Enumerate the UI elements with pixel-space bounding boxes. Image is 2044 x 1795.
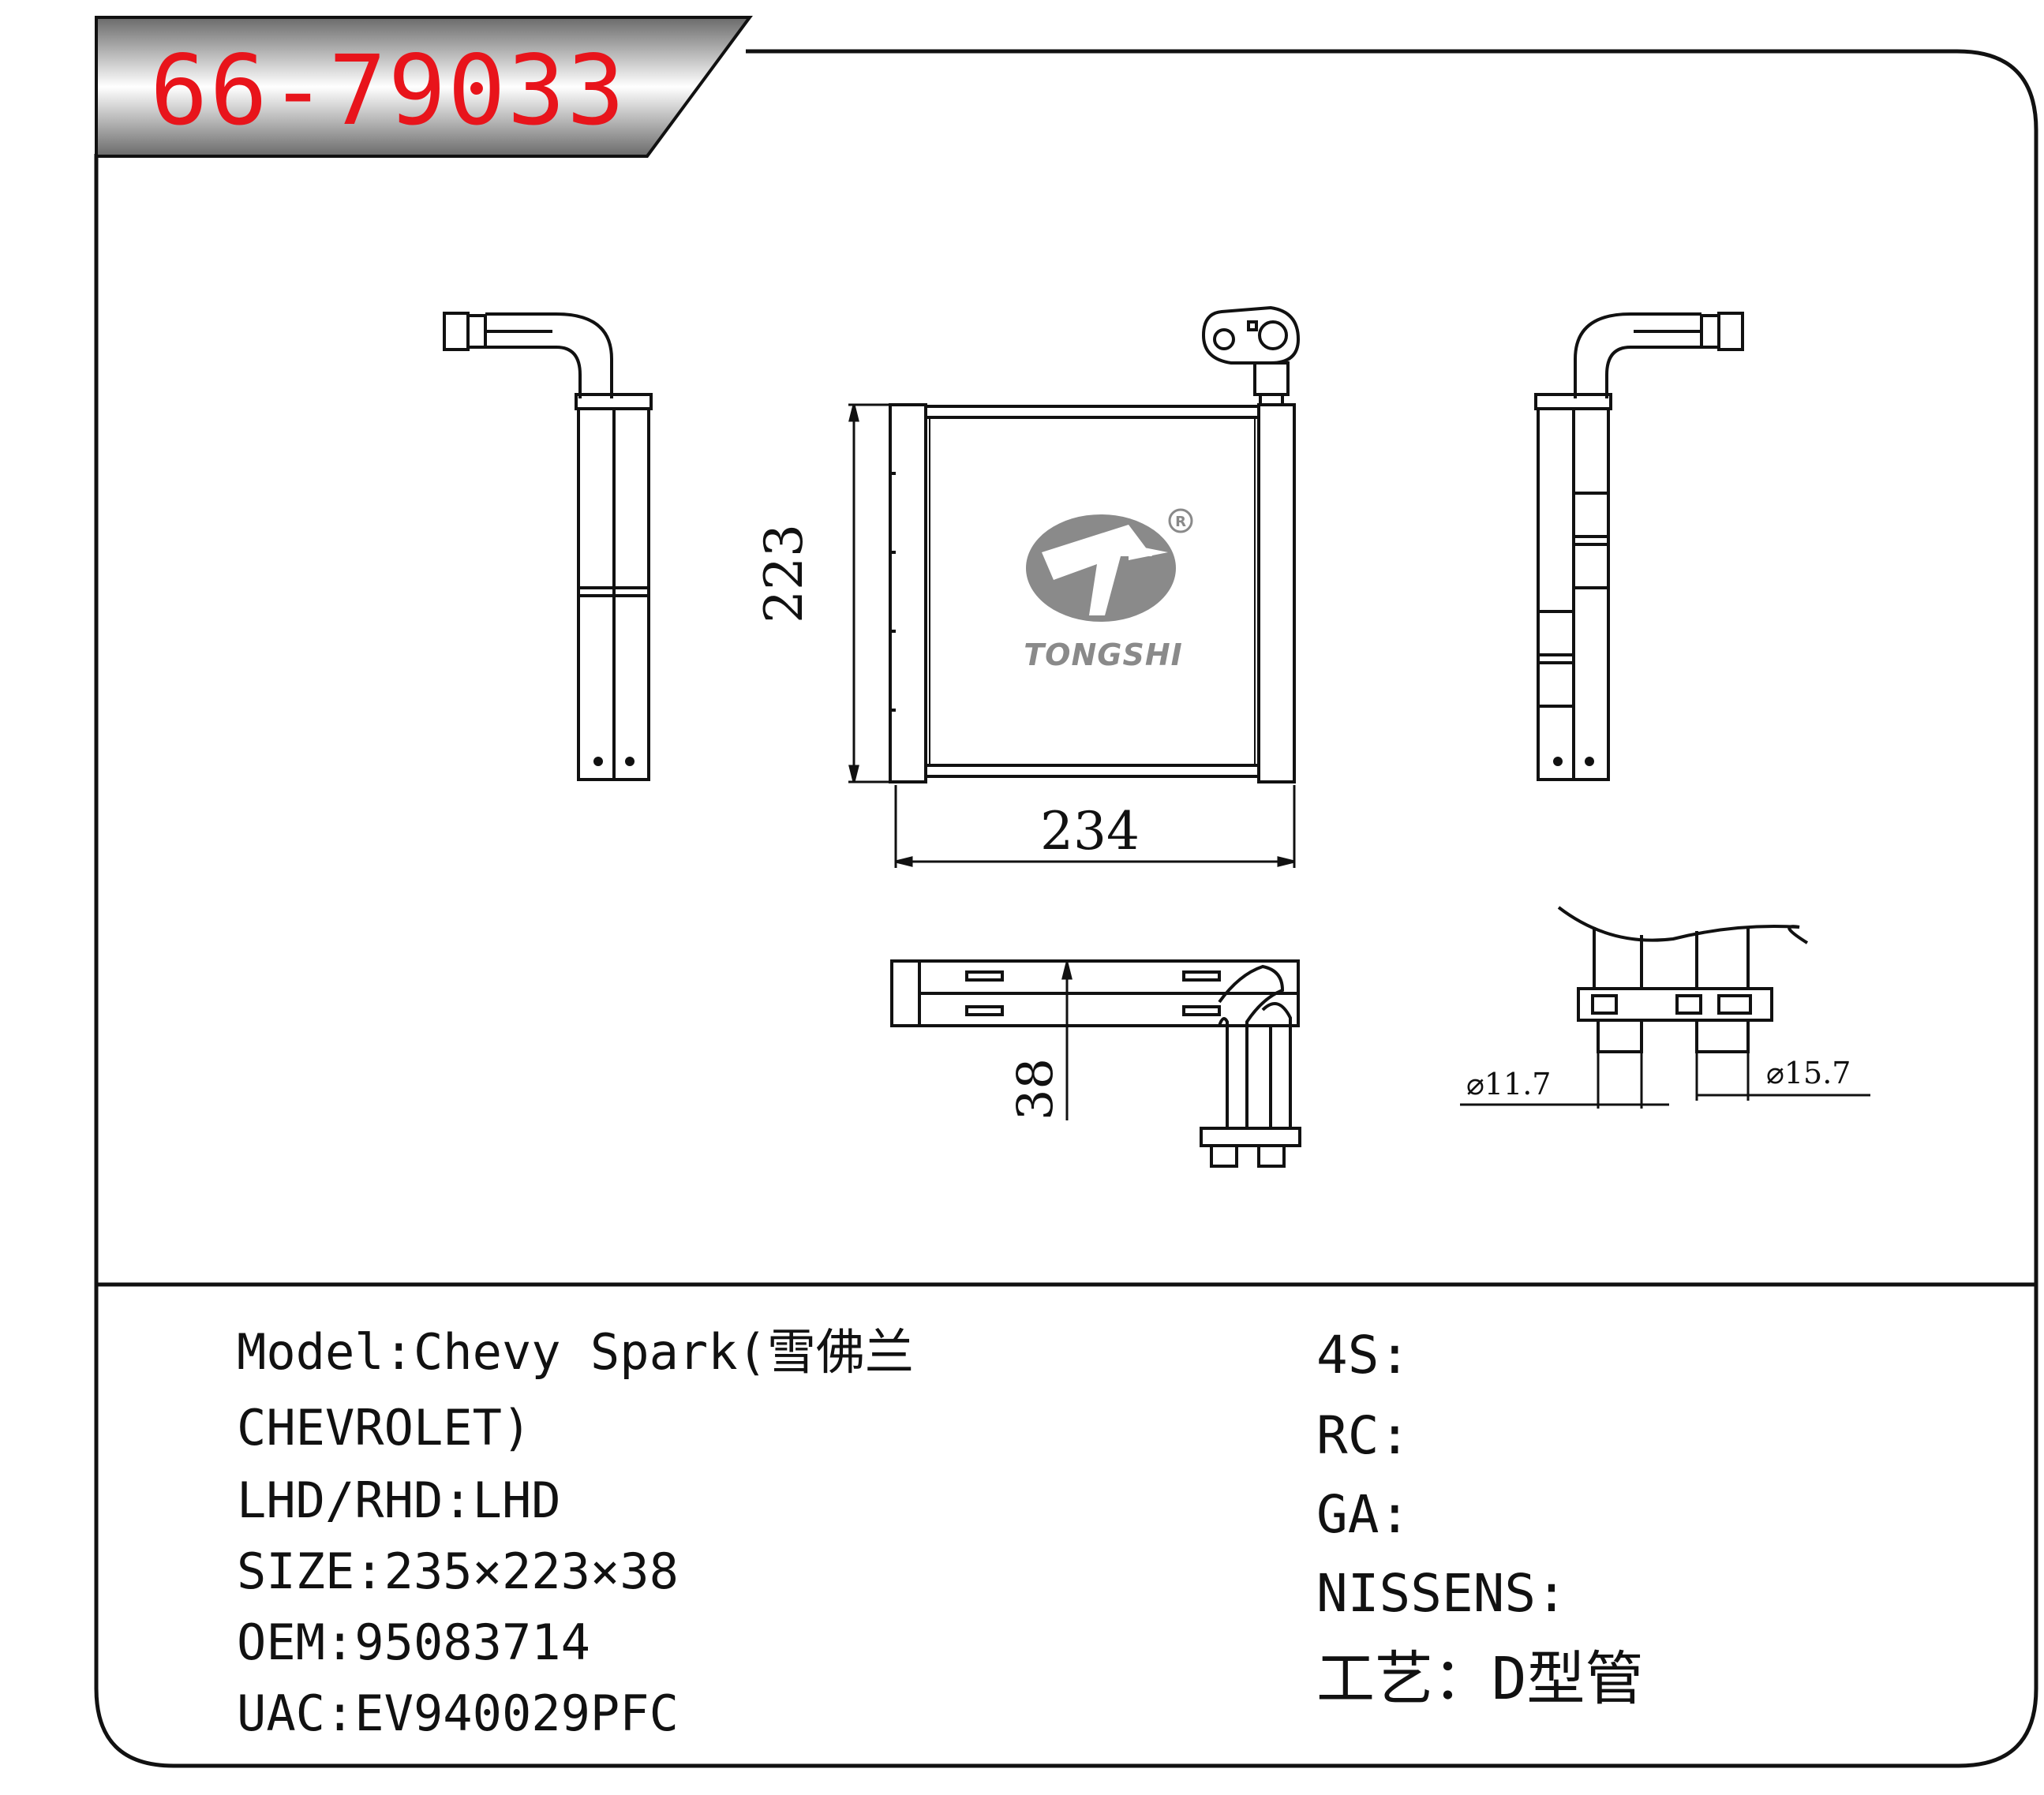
spec-uac: UAC:EV940029PFC bbox=[237, 1685, 679, 1742]
spec-oem: OEM:95083714 bbox=[237, 1614, 590, 1671]
spec-drive: LHD/RHD:LHD bbox=[237, 1472, 561, 1529]
dimension-depth: 38 bbox=[1006, 1058, 1064, 1120]
spec-model-line2: CHEVROLET) bbox=[237, 1399, 532, 1457]
outer-frame bbox=[94, 49, 2038, 1768]
ref-ga: GA: bbox=[1316, 1484, 1411, 1545]
front-view bbox=[889, 305, 1301, 783]
dimension-pipe-large: ⌀15.7 bbox=[1766, 1056, 1851, 1090]
spec-size: SIZE:235×223×38 bbox=[237, 1543, 679, 1600]
dimension-height: 223 bbox=[754, 524, 814, 623]
tongshi-logo: R bbox=[1026, 508, 1193, 622]
dimension-pipe-small: ⌀11.7 bbox=[1466, 1067, 1552, 1101]
right-side-view bbox=[1534, 312, 1744, 781]
left-side-view bbox=[443, 312, 653, 781]
part-number: 66-79033 bbox=[150, 35, 627, 147]
spec-model-line1: Model:Chevy Spark(雪佛兰 bbox=[237, 1323, 914, 1381]
top-view bbox=[890, 959, 1301, 1168]
svg-text:R: R bbox=[1175, 514, 1186, 530]
brand-name: TONGSHI bbox=[1024, 638, 1183, 672]
ref-nissens: NISSENS: bbox=[1316, 1563, 1567, 1624]
ref-rc: RC: bbox=[1316, 1405, 1411, 1466]
pipe-detail-view bbox=[1557, 906, 1809, 1053]
dimension-lines bbox=[848, 403, 1870, 1120]
ref-process: 工艺：D型管 bbox=[1316, 1645, 1644, 1713]
header-tab bbox=[95, 16, 753, 158]
ref-4s: 4S: bbox=[1316, 1325, 1411, 1386]
dimension-width: 234 bbox=[1040, 801, 1140, 862]
